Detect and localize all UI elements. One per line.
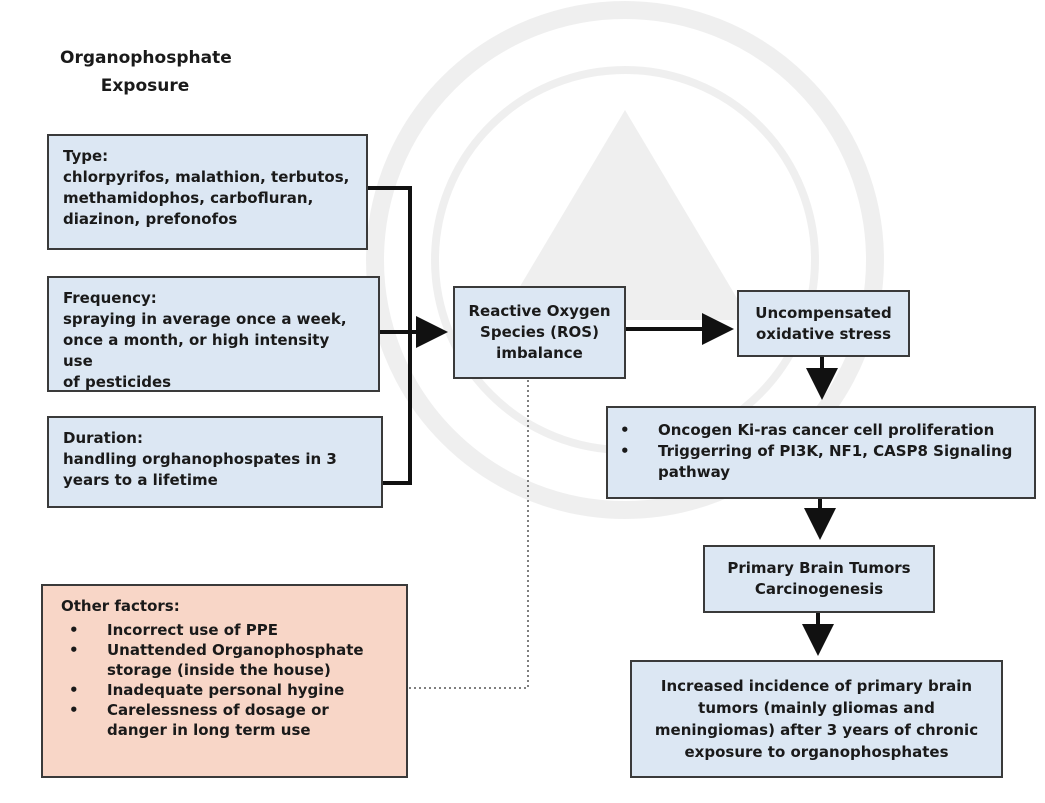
dotted-connector xyxy=(408,380,529,689)
duration-line: handling orghanophospates in 3 xyxy=(63,450,337,468)
signaling-list: Oncogen Ki-ras cancer cell proliferation… xyxy=(612,420,1020,483)
signaling-item: Oncogen Ki-ras cancer cell proliferation xyxy=(612,420,1020,441)
title-line-2: Exposure xyxy=(100,76,190,96)
stress-line: Uncompensated xyxy=(755,303,892,322)
type-line: diazinon, prefonofos xyxy=(63,210,238,228)
other-factor-item: Unattended Organophosphate storage (insi… xyxy=(61,640,388,680)
duration-heading: Duration: xyxy=(63,429,143,447)
signaling-box: Oncogen Ki-ras cancer cell proliferation… xyxy=(606,406,1036,499)
tumor-line: Primary Brain Tumors xyxy=(727,559,911,577)
oxidative-stress-box: Uncompensated oxidative stress xyxy=(737,290,910,357)
ros-line: Species (ROS) xyxy=(480,323,599,341)
brain-tumor-box: Primary Brain Tumors Carcinogenesis xyxy=(703,545,935,613)
diagram-title: Organophosphate Exposure xyxy=(60,44,232,100)
frequency-line: of pesticides xyxy=(63,373,172,391)
ros-box: Reactive Oxygen Species (ROS) imbalance xyxy=(453,286,626,379)
signaling-item: Triggerring of PI3K, NF1, CASP8 Signalin… xyxy=(612,441,1020,483)
other-factor-item: Inadequate personal hygine xyxy=(61,680,388,700)
incidence-line: tumors (mainly gliomas and xyxy=(698,699,935,717)
frequency-heading: Frequency: xyxy=(63,289,157,307)
tumor-line: Carcinogenesis xyxy=(754,580,884,598)
duration-box: Duration: handling orghanophospates in 3… xyxy=(47,416,383,508)
incidence-line: exposure to organophosphates xyxy=(684,743,949,761)
duration-line: years to a lifetime xyxy=(63,471,218,489)
type-line: methamidophos, carbofluran, xyxy=(63,189,314,207)
frequency-box: Frequency: spraying in average once a we… xyxy=(47,276,380,392)
other-factors-heading: Other factors: xyxy=(61,597,180,615)
type-box: Type: chlorpyrifos, malathion, terbutos,… xyxy=(47,134,368,250)
stress-line: oxidative stress xyxy=(756,324,891,343)
incidence-line: meningiomas) after 3 years of chronic xyxy=(654,721,979,739)
title-line-1: Organophosphate xyxy=(60,48,232,68)
incidence-line: Increased incidence of primary brain xyxy=(660,677,973,695)
frequency-line: spraying in average once a week, xyxy=(63,310,347,328)
type-line: chlorpyrifos, malathion, terbutos, xyxy=(63,168,350,186)
ros-line: imbalance xyxy=(496,344,583,362)
incidence-box: Increased incidence of primary brain tum… xyxy=(630,660,1003,778)
ros-line: Reactive Oxygen xyxy=(468,302,611,320)
bracket-connector xyxy=(368,186,412,485)
other-factor-item: Incorrect use of PPE xyxy=(61,620,388,640)
frequency-line: once a month, or high intensity use xyxy=(63,331,330,370)
type-heading: Type: xyxy=(63,147,109,165)
other-factor-item: Carelessness of dosage or danger in long… xyxy=(61,700,388,740)
other-factors-list: Incorrect use of PPE Unattended Organoph… xyxy=(61,620,388,740)
other-factors-box: Other factors: Incorrect use of PPE Unat… xyxy=(41,584,408,778)
